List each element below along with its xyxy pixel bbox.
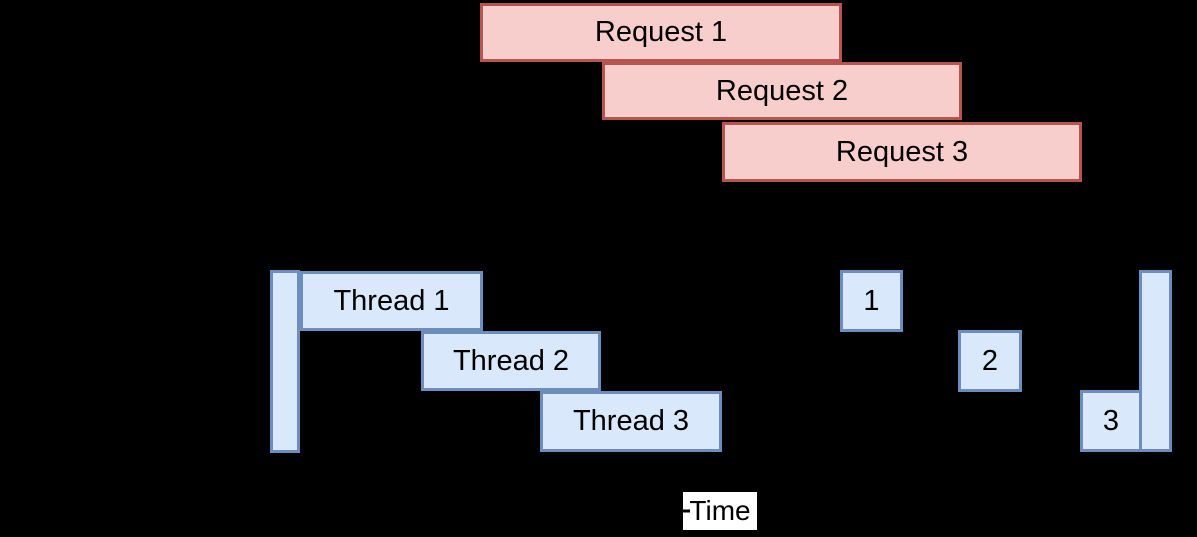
- completion-3-label: 3: [1102, 404, 1120, 437]
- thread-1-box: Thread 1: [300, 271, 483, 331]
- time-axis-label: Time: [683, 492, 757, 530]
- completion-2-box: 2: [958, 330, 1022, 392]
- thread-2-label: Thread 2: [452, 344, 570, 377]
- time-axis-label-text: Time: [689, 495, 751, 526]
- request-3-box: Request 3: [722, 122, 1082, 182]
- request-1-label: Request 1: [594, 16, 728, 48]
- thread-3-label: Thread 3: [572, 405, 690, 437]
- completion-1-box: 1: [840, 270, 903, 332]
- completion-1-label: 1: [863, 284, 880, 317]
- request-1-box: Request 1: [480, 3, 842, 62]
- thread-start-bar: [270, 270, 300, 453]
- request-2-label: Request 2: [715, 74, 849, 107]
- request-3-label: Request 3: [835, 135, 969, 168]
- time-axis-line-fragment: [683, 509, 690, 513]
- completion-3-box: 3: [1080, 390, 1142, 452]
- request-2-box: Request 2: [602, 62, 962, 120]
- thread-1-label: Thread 1: [333, 284, 450, 317]
- completion-2-label: 2: [981, 344, 999, 377]
- completion-end-bar: [1139, 270, 1172, 452]
- thread-2-box: Thread 2: [421, 331, 601, 391]
- thread-3-box: Thread 3: [540, 391, 722, 452]
